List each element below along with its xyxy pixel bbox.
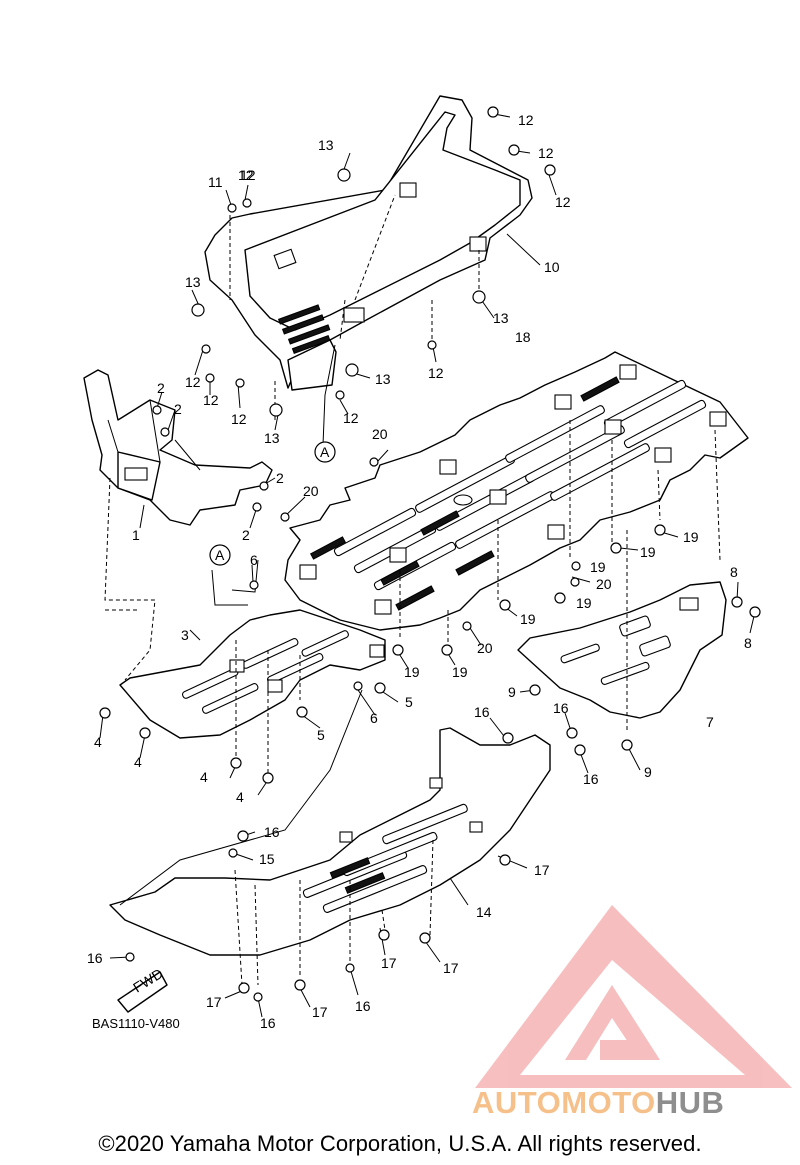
part-1-front-bumper: [83, 369, 273, 526]
ref-mark-a-upper: A: [314, 441, 336, 463]
callout: 8: [730, 564, 738, 580]
callout: 13: [185, 274, 201, 290]
callout: 20: [303, 483, 319, 499]
callout: 17: [443, 960, 459, 976]
callout: 12: [518, 112, 534, 128]
watermark-part-3: HUB: [655, 1085, 725, 1120]
callout: 20: [596, 576, 612, 592]
callout: 17: [206, 994, 222, 1010]
callout: 19: [520, 611, 536, 627]
watermark-part-1: AUTO: [472, 1085, 562, 1120]
callout: 12: [428, 365, 444, 381]
callout: 19: [576, 595, 592, 611]
callout: 2: [276, 470, 284, 486]
callout: 19: [640, 544, 656, 560]
callout: 3: [181, 627, 189, 643]
callout: 20: [372, 426, 388, 442]
callout: 2: [242, 527, 250, 543]
svg-text:A: A: [215, 547, 225, 563]
automotohub-logo-icon: [475, 905, 792, 1088]
callout: 5: [317, 727, 325, 743]
callout: 12: [343, 410, 359, 426]
callout: 12: [231, 411, 247, 427]
watermark-part-2: MOTO: [561, 1085, 656, 1120]
diagram-code: BAS1110-V480: [92, 1016, 180, 1031]
leader-lines: [99, 112, 756, 1018]
callout: 13: [375, 371, 391, 387]
callout: 6: [250, 552, 258, 568]
callout: 12: [185, 374, 201, 390]
callout: 20: [477, 640, 493, 656]
callout: 12: [538, 145, 554, 161]
callout: 12: [238, 167, 254, 183]
callout: 17: [312, 1004, 328, 1020]
callout: 13: [264, 430, 280, 446]
callout: 16: [260, 1015, 276, 1031]
callout: 17: [534, 862, 550, 878]
callout-labels: 12 12 12 12 13 11 12 10 13 13 12 12 13 1…: [87, 112, 752, 1031]
callout: 16: [355, 998, 371, 1014]
callout: 16: [87, 950, 103, 966]
callout: 4: [94, 734, 102, 750]
svg-text:A: A: [320, 444, 330, 460]
callout: 13: [318, 137, 334, 153]
callout: 7: [706, 714, 714, 730]
callout: 19: [590, 559, 606, 575]
callout: 14: [476, 904, 492, 920]
part-14-lower-skid-plate: [109, 727, 551, 956]
callout: 4: [200, 769, 208, 785]
callout: 19: [452, 664, 468, 680]
callout: 10: [544, 259, 560, 275]
callout: 12: [203, 392, 219, 408]
callout: 2: [174, 401, 182, 417]
callout: 17: [381, 955, 397, 971]
part-10-upper-guard: [204, 95, 533, 391]
callout: 11: [208, 174, 223, 190]
callout: 15: [259, 851, 275, 867]
copyright-notice: ©2020 Yamaha Motor Corporation, U.S.A. A…: [98, 1131, 702, 1156]
callout: 2: [157, 380, 165, 396]
callout: 4: [134, 754, 142, 770]
callout: 9: [644, 764, 652, 780]
callout: 8: [744, 635, 752, 651]
callout: 4: [236, 789, 244, 805]
callout: 12: [240, 167, 256, 183]
callout: 18: [515, 329, 531, 345]
callout: 12: [555, 194, 571, 210]
callout: 16: [264, 824, 280, 840]
callout: 16: [583, 771, 599, 787]
automotohub-watermark: AUTOMOTOHUB: [472, 1085, 724, 1121]
part-7-right-skid-plate: [517, 581, 727, 719]
callout: 19: [404, 664, 420, 680]
callout: 19: [683, 529, 699, 545]
callout: 6: [370, 710, 378, 726]
part-18-center-skid-plate: [284, 351, 749, 631]
callout: 13: [493, 310, 509, 326]
callout: 9: [508, 684, 516, 700]
part-3-left-skid-plate: [119, 609, 386, 739]
callout: 1: [132, 527, 140, 543]
callout: 5: [405, 694, 413, 710]
ref-mark-a-lower: A: [209, 544, 231, 566]
callout: 16: [474, 704, 490, 720]
fwd-arrow-icon: FWD: [117, 965, 168, 1013]
fastener-icons: [99, 106, 761, 1002]
callout: 16: [553, 700, 569, 716]
